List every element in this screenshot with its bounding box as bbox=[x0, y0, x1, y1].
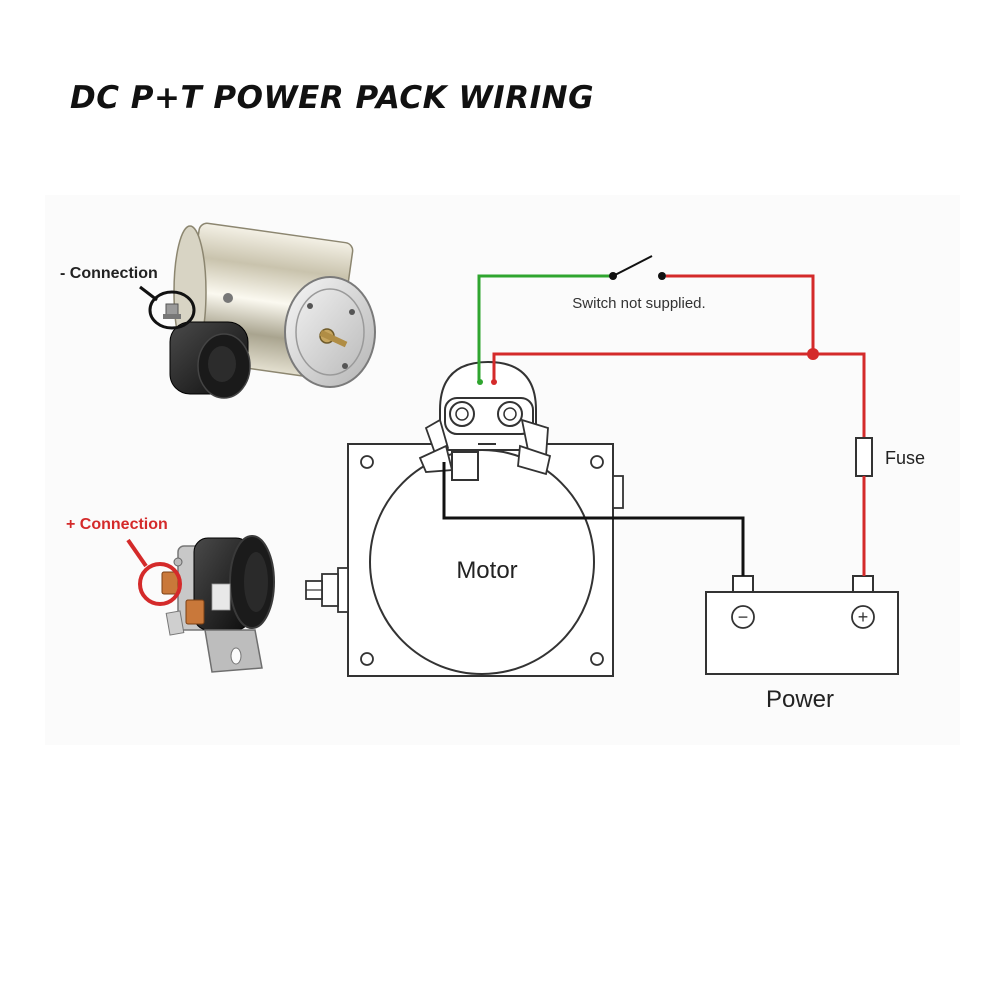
page-title: DC P+T POWER PACK WIRING bbox=[70, 80, 595, 116]
fuse-label: Fuse bbox=[885, 448, 925, 468]
positive-connection-callout bbox=[126, 538, 182, 606]
wire-junction bbox=[807, 348, 819, 360]
red-wire-switch bbox=[666, 274, 815, 354]
battery-positive-symbol: + bbox=[858, 607, 869, 627]
solenoid-illustration bbox=[161, 535, 275, 673]
battery-symbol bbox=[705, 575, 899, 675]
negative-connection-callout bbox=[139, 285, 196, 330]
motor-block bbox=[305, 443, 624, 677]
negative-connection-label: - Connection bbox=[60, 265, 158, 282]
power-label: Power bbox=[766, 686, 834, 713]
positive-connection-label: + Connection bbox=[66, 516, 168, 533]
green-wire bbox=[477, 274, 610, 382]
switch-note-label: Switch not supplied. bbox=[572, 295, 705, 312]
battery-negative-symbol: − bbox=[738, 607, 749, 627]
solenoid-symbol bbox=[418, 360, 552, 481]
black-wire bbox=[442, 462, 745, 576]
red-wire-coil bbox=[492, 352, 866, 438]
switch-symbol bbox=[609, 255, 666, 280]
motor-label: Motor bbox=[456, 557, 517, 584]
fuse-symbol bbox=[855, 437, 873, 477]
